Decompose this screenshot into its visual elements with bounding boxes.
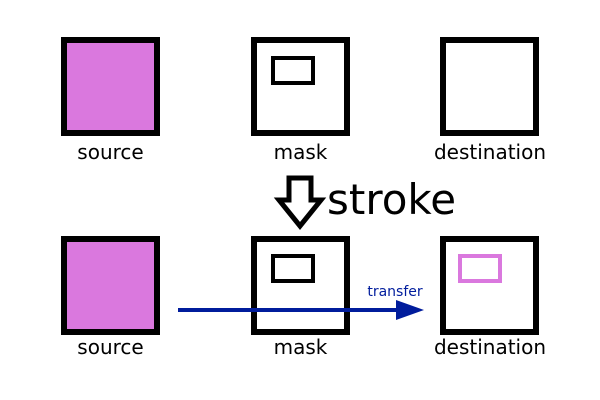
bottom-mask-box [251,236,350,335]
top-source-box [61,37,160,136]
top-destination-label: destination [434,140,546,164]
operation-label: stroke [327,175,456,224]
bottom-source-label: source [77,335,143,359]
bottom-source-box [61,236,160,335]
top-destination-box [440,37,539,136]
down-arrow-outline-icon [273,175,327,230]
top-mask-label: mask [274,140,328,164]
bottom-mask-label: mask [274,335,328,359]
bottom-destination-label: destination [434,335,546,359]
right-arrow-icon [396,300,424,320]
transfer-label: transfer [367,284,423,300]
destination-stroked-rect [458,254,502,283]
bottom-mask-inner-rect [271,254,315,283]
top-mask-box [251,37,350,136]
top-mask-inner-rect [271,56,315,85]
bottom-destination-box [440,236,539,335]
top-source-label: source [77,140,143,164]
